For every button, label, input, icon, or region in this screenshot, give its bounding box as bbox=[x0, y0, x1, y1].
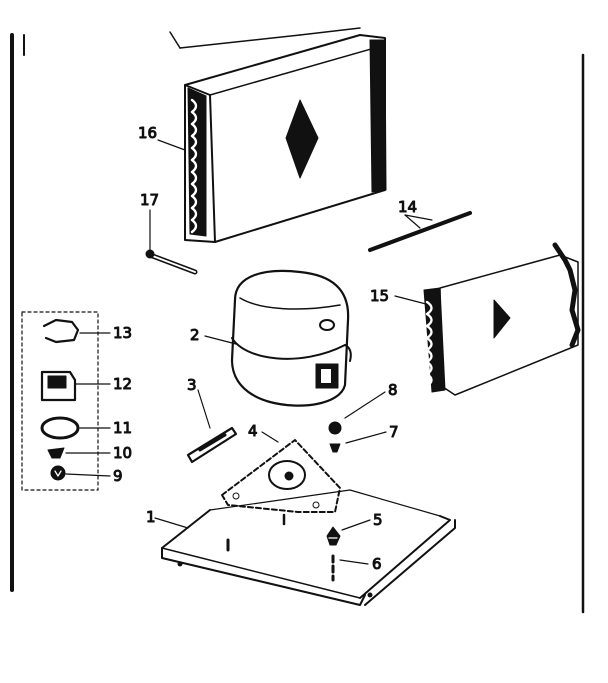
callout-13: 13 bbox=[113, 324, 132, 342]
callout-2: 2 bbox=[190, 326, 200, 344]
callout-6: 6 bbox=[372, 555, 382, 573]
parts-panel bbox=[21, 311, 99, 491]
leader-lines bbox=[65, 139, 433, 565]
callout-3: 3 bbox=[187, 376, 197, 394]
frame-edges bbox=[10, 33, 585, 614]
callout-14: 14 bbox=[398, 198, 417, 216]
callout-9: 9 bbox=[113, 467, 123, 485]
condenser-coil bbox=[145, 27, 387, 275]
callout-12: 12 bbox=[113, 375, 132, 393]
callout-15: 15 bbox=[370, 287, 389, 305]
base-plate bbox=[221, 439, 341, 526]
callout-1: 1 bbox=[146, 508, 156, 526]
callout-11: 11 bbox=[113, 419, 132, 437]
callout-4: 4 bbox=[248, 422, 258, 440]
compressor bbox=[230, 269, 352, 407]
callout-16: 16 bbox=[138, 124, 157, 142]
bracket bbox=[186, 426, 238, 464]
callout-7: 7 bbox=[389, 423, 399, 441]
rod bbox=[368, 211, 472, 252]
callout-17: 17 bbox=[140, 191, 159, 209]
evaporator-coil bbox=[423, 242, 581, 396]
fasteners bbox=[326, 421, 342, 582]
base-pan bbox=[161, 489, 456, 606]
callout-10: 10 bbox=[113, 444, 132, 462]
callout-5: 5 bbox=[373, 511, 383, 529]
callout-labels: 1 2 3 4 5 6 7 8 9 10 11 12 13 14 15 16 1… bbox=[113, 124, 418, 574]
callout-8: 8 bbox=[388, 381, 398, 399]
